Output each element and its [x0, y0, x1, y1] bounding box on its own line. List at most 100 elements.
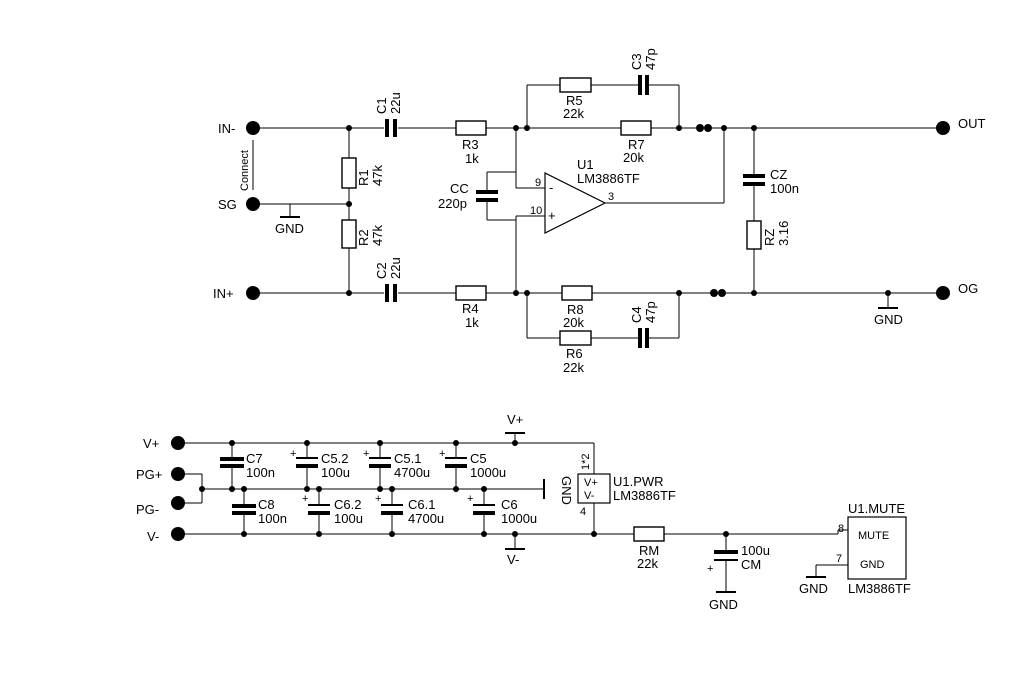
c6-2-value: 100u [334, 511, 363, 526]
u1-mute-pin-gnd: 7 [836, 553, 842, 565]
u1-mute-gnd: GND [860, 559, 885, 571]
resistor-r2 [341, 219, 357, 249]
r3-value: 1k [465, 151, 479, 166]
c5-value: 1000u [470, 465, 506, 480]
rz-ref: RZ [762, 229, 777, 246]
c6-1-value: 4700u [408, 511, 444, 526]
cc-value: 220p [438, 196, 467, 211]
label-out: OUT [958, 116, 986, 131]
u1-mute-ref: U1.MUTE [848, 501, 905, 516]
u1-pwr-pin-bottom: 4 [580, 506, 586, 518]
gnd-label-cm: GND [709, 597, 738, 612]
c6-value: 1000u [501, 511, 537, 526]
c1-value: 22u [388, 92, 403, 114]
u1-mute-pin-mute: 8 [838, 523, 844, 535]
c8-value: 100n [258, 511, 287, 526]
r6-ref: R6 [566, 346, 583, 361]
u1-mute-part: LM3886TF [848, 581, 911, 596]
port-sg [246, 197, 260, 211]
opamp-u1 [544, 172, 607, 234]
c4-ref: C4 [629, 306, 644, 323]
r7-value: 20k [623, 150, 644, 165]
capacitor-c7 [220, 457, 244, 468]
resistor-r1 [341, 157, 357, 189]
u1-mute-box [847, 516, 907, 580]
r1-value: 47k [370, 165, 385, 186]
port-out [936, 121, 950, 135]
port-in-plus [246, 286, 260, 300]
resistor-r6 [559, 330, 592, 346]
label-connect: Connect [239, 150, 251, 191]
c4-value: 47p [643, 301, 658, 323]
capacitor-c5 [445, 457, 467, 468]
resistor-r8 [561, 285, 593, 301]
r7-ref: R7 [628, 137, 645, 152]
resistor-rm [633, 526, 665, 542]
label-v-plus: V+ [143, 436, 159, 451]
r4-value: 1k [465, 315, 479, 330]
capacitor-c6-1 [381, 504, 403, 515]
r5-value: 22k [563, 106, 584, 121]
label-in-minus: IN- [218, 121, 235, 136]
cm-ref: CM [741, 557, 761, 572]
solder-jumpers [696, 124, 726, 297]
r6-value: 22k [563, 360, 584, 375]
cz-ref: CZ [770, 167, 787, 182]
label-v-minus: V- [147, 529, 159, 544]
c7-value: 100n [246, 465, 275, 480]
label-og: OG [958, 281, 978, 296]
capacitor-cm [714, 550, 738, 561]
c6-2-polarity: + [302, 493, 308, 505]
u1-sym-minus: - [549, 180, 553, 195]
port-og [936, 286, 950, 300]
c2-value: 22u [388, 257, 403, 279]
label-pg-minus: PG- [136, 502, 159, 517]
c6-ref: C6 [501, 497, 518, 512]
gnd-label-og: GND [874, 312, 903, 327]
c5-1-polarity: + [363, 448, 369, 460]
rm-value: 22k [637, 556, 658, 571]
cm-value: 100u [741, 543, 770, 558]
port-v-minus [171, 527, 185, 541]
c1-ref: C1 [374, 97, 389, 114]
c5-2-polarity: + [290, 448, 296, 460]
c3-value: 47p [643, 48, 658, 70]
port-connectors [171, 121, 950, 541]
u1-mute-mute: MUTE [858, 530, 889, 542]
resistor-r5 [559, 77, 592, 93]
port-pg-minus [171, 496, 185, 510]
c8-ref: C8 [258, 497, 275, 512]
c5-ref: C5 [470, 451, 487, 466]
r8-value: 20k [563, 315, 584, 330]
c3-ref: C3 [629, 53, 644, 70]
rz-value: 3.16 [776, 221, 791, 246]
port-pg-plus [171, 467, 185, 481]
resistor-r3 [455, 120, 487, 136]
cz-value: 100n [770, 181, 799, 196]
r4-ref: R4 [462, 301, 479, 316]
c2-ref: C2 [374, 262, 389, 279]
u1-pwr-box [577, 473, 611, 504]
c5-polarity: + [439, 448, 445, 460]
cc-ref: CC [450, 181, 469, 196]
capacitor-c8 [232, 504, 256, 515]
r3-ref: R3 [462, 137, 479, 152]
u1-pin-minus: 9 [535, 177, 541, 189]
capacitor-c6 [473, 504, 495, 515]
resistor-r4 [455, 285, 487, 301]
capacitor-c5-1 [369, 457, 391, 468]
r2-ref: R2 [356, 229, 371, 246]
rail-v-plus-label: V+ [507, 412, 523, 427]
rail-v-minus-label: V- [507, 552, 519, 567]
u1-pin-out: 3 [608, 191, 614, 203]
signal-wires [252, 84, 943, 339]
u1-pwr-part: LM3886TF [613, 488, 676, 503]
u1-pwr-pin-top: 1*2 [580, 453, 592, 470]
c6-1-ref: C6.1 [408, 497, 435, 512]
label-pg-plus: PG+ [136, 467, 162, 482]
gnd-label-power: GND [559, 476, 574, 505]
resistor-rz [746, 220, 762, 250]
c5-2-value: 100u [321, 465, 350, 480]
rm-ref: RM [639, 543, 659, 558]
